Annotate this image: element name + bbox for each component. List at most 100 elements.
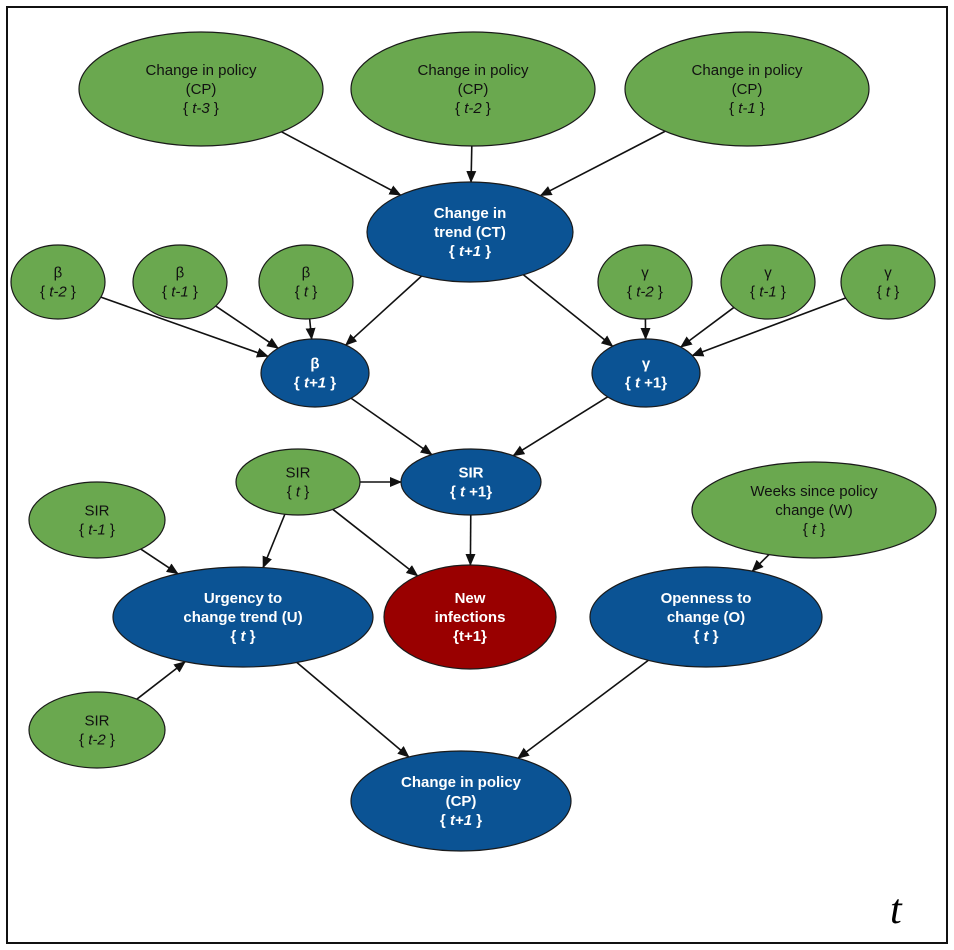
node-gamma-next: γ { t +1}: [591, 338, 701, 408]
node-label-line: (CP): [458, 81, 489, 98]
node-label-fragment: {: [455, 100, 464, 117]
edge-sir-t1-to-urgency: [140, 548, 179, 575]
node-ellipse: [624, 31, 870, 147]
node-ellipse: [691, 461, 937, 559]
node-label-fragment: SIR: [84, 713, 109, 730]
edge-gamma-t-to-gamma-next: [691, 297, 846, 357]
node-ellipse: [597, 244, 693, 320]
node-label-fragment: }: [326, 375, 336, 392]
node-label-fragment: SIR: [84, 503, 109, 520]
node-label-fragment: }: [756, 100, 765, 117]
node-cp-next: Change in policy(CP){ t+1 }: [350, 750, 572, 852]
node-label-line: { t-2 }: [40, 284, 76, 301]
node-label-line: (CP): [732, 81, 763, 98]
node-label-line: SIR: [84, 713, 109, 730]
node-cp-t2: Change in policy(CP){ t-2 }: [350, 31, 596, 147]
node-ellipse: [78, 31, 324, 147]
node-label-fragment: t-2: [636, 284, 654, 301]
node-label-fragment: (CP): [446, 793, 477, 810]
node-ellipse: [589, 566, 823, 668]
node-label-fragment: γ: [764, 265, 772, 282]
node-label-fragment: {: [79, 732, 88, 749]
node-label-line: γ: [641, 265, 649, 282]
time-slice-label: t: [890, 887, 903, 933]
node-label-fragment: t: [886, 284, 891, 301]
edge-ct-to-beta-next: [344, 275, 423, 346]
node-label-line: { t }: [295, 284, 318, 301]
edge-sir-t-to-new-inf: [332, 508, 419, 577]
node-ellipse: [840, 244, 936, 320]
node-label-line: { t-3 }: [183, 100, 219, 117]
node-label-line: { t }: [877, 284, 900, 301]
edge-weeks-to-openness: [751, 554, 770, 572]
node-label-fragment: t-2: [49, 284, 67, 301]
node-label-line: { t-1 }: [79, 522, 115, 539]
node-label-fragment: t: [460, 484, 466, 501]
node-label-fragment: β: [310, 356, 319, 373]
node-label-fragment: Change in policy: [146, 62, 257, 79]
node-label-fragment: t: [304, 284, 309, 301]
node-label-fragment: }: [816, 521, 825, 538]
node-label-fragment: {: [440, 812, 450, 829]
node-label-line: SIR: [458, 465, 483, 482]
node-ellipse: [591, 338, 701, 408]
node-ellipse: [28, 481, 166, 559]
node-label-line: Change in policy: [146, 62, 257, 79]
node-label-fragment: (CP): [458, 81, 489, 98]
node-label-fragment: β: [302, 265, 311, 282]
node-label-line: (CP): [446, 793, 477, 810]
node-gamma-t: γ { t }: [840, 244, 936, 320]
node-label-fragment: +1}: [640, 375, 667, 392]
node-label-line: { t +1}: [625, 375, 667, 392]
node-label-fragment: γ: [642, 356, 651, 373]
node-label-line: { t +1}: [450, 484, 492, 501]
node-label-fragment: }: [106, 732, 115, 749]
node-label-line: SIR: [84, 503, 109, 520]
node-label-fragment: γ: [884, 265, 892, 282]
node-label-fragment: }: [481, 243, 491, 260]
node-label-fragment: {: [693, 628, 703, 645]
node-label-line: trend (CT): [434, 224, 506, 241]
edge-beta-next-to-sir-next: [350, 397, 433, 456]
node-label-fragment: t: [296, 484, 301, 501]
node-label-fragment: {: [449, 243, 459, 260]
node-label-fragment: t-2: [464, 100, 482, 117]
node-label-fragment: change (O): [667, 609, 745, 626]
nodes-layer: Change in policy (CP) { t-3 } Change in pol…: [10, 31, 937, 852]
edges-layer: [100, 130, 846, 759]
node-label-fragment: β: [54, 265, 63, 282]
node-ellipse: [10, 244, 106, 320]
node-label-fragment: Change in policy: [418, 62, 529, 79]
node-beta-t1: β{ t-1 }: [132, 244, 228, 320]
node-ellipse: [28, 691, 166, 769]
node-beta-t2: β { t-2 }: [10, 244, 106, 320]
node-label-fragment: t-1: [738, 100, 756, 117]
node-label-fragment: infections: [435, 609, 506, 626]
node-label-fragment: t: [241, 628, 247, 645]
node-label-fragment: trend (CT): [434, 224, 506, 241]
node-label-fragment: {: [729, 100, 738, 117]
node-label-fragment: +1}: [465, 484, 492, 501]
node-label-fragment: t-2: [88, 732, 106, 749]
node-sir-next: SIR { t +1}: [400, 448, 542, 516]
node-sir-t: SIR{ t }: [235, 448, 361, 516]
node-label-fragment: t: [704, 628, 710, 645]
node-cp-t1: Change in policy(CP){ t-1 }: [624, 31, 870, 147]
node-label-line: infections: [435, 609, 506, 626]
node-label-fragment: {: [295, 284, 304, 301]
node-label-fragment: {t+1}: [453, 628, 487, 645]
node-label-fragment: t: [635, 375, 641, 392]
node-sir-t1: SIR { t-1 }: [28, 481, 166, 559]
node-label-fragment: {: [40, 284, 49, 301]
node-label-line: Openness to: [661, 590, 752, 607]
node-label-line: γ: [884, 265, 892, 282]
node-label-fragment: }: [210, 100, 219, 117]
node-label-fragment: {: [287, 484, 296, 501]
node-label-fragment: t-1: [88, 522, 106, 539]
node-label-line: { t-1 }: [729, 100, 765, 117]
node-ellipse: [235, 448, 361, 516]
node-label-fragment: }: [308, 284, 317, 301]
